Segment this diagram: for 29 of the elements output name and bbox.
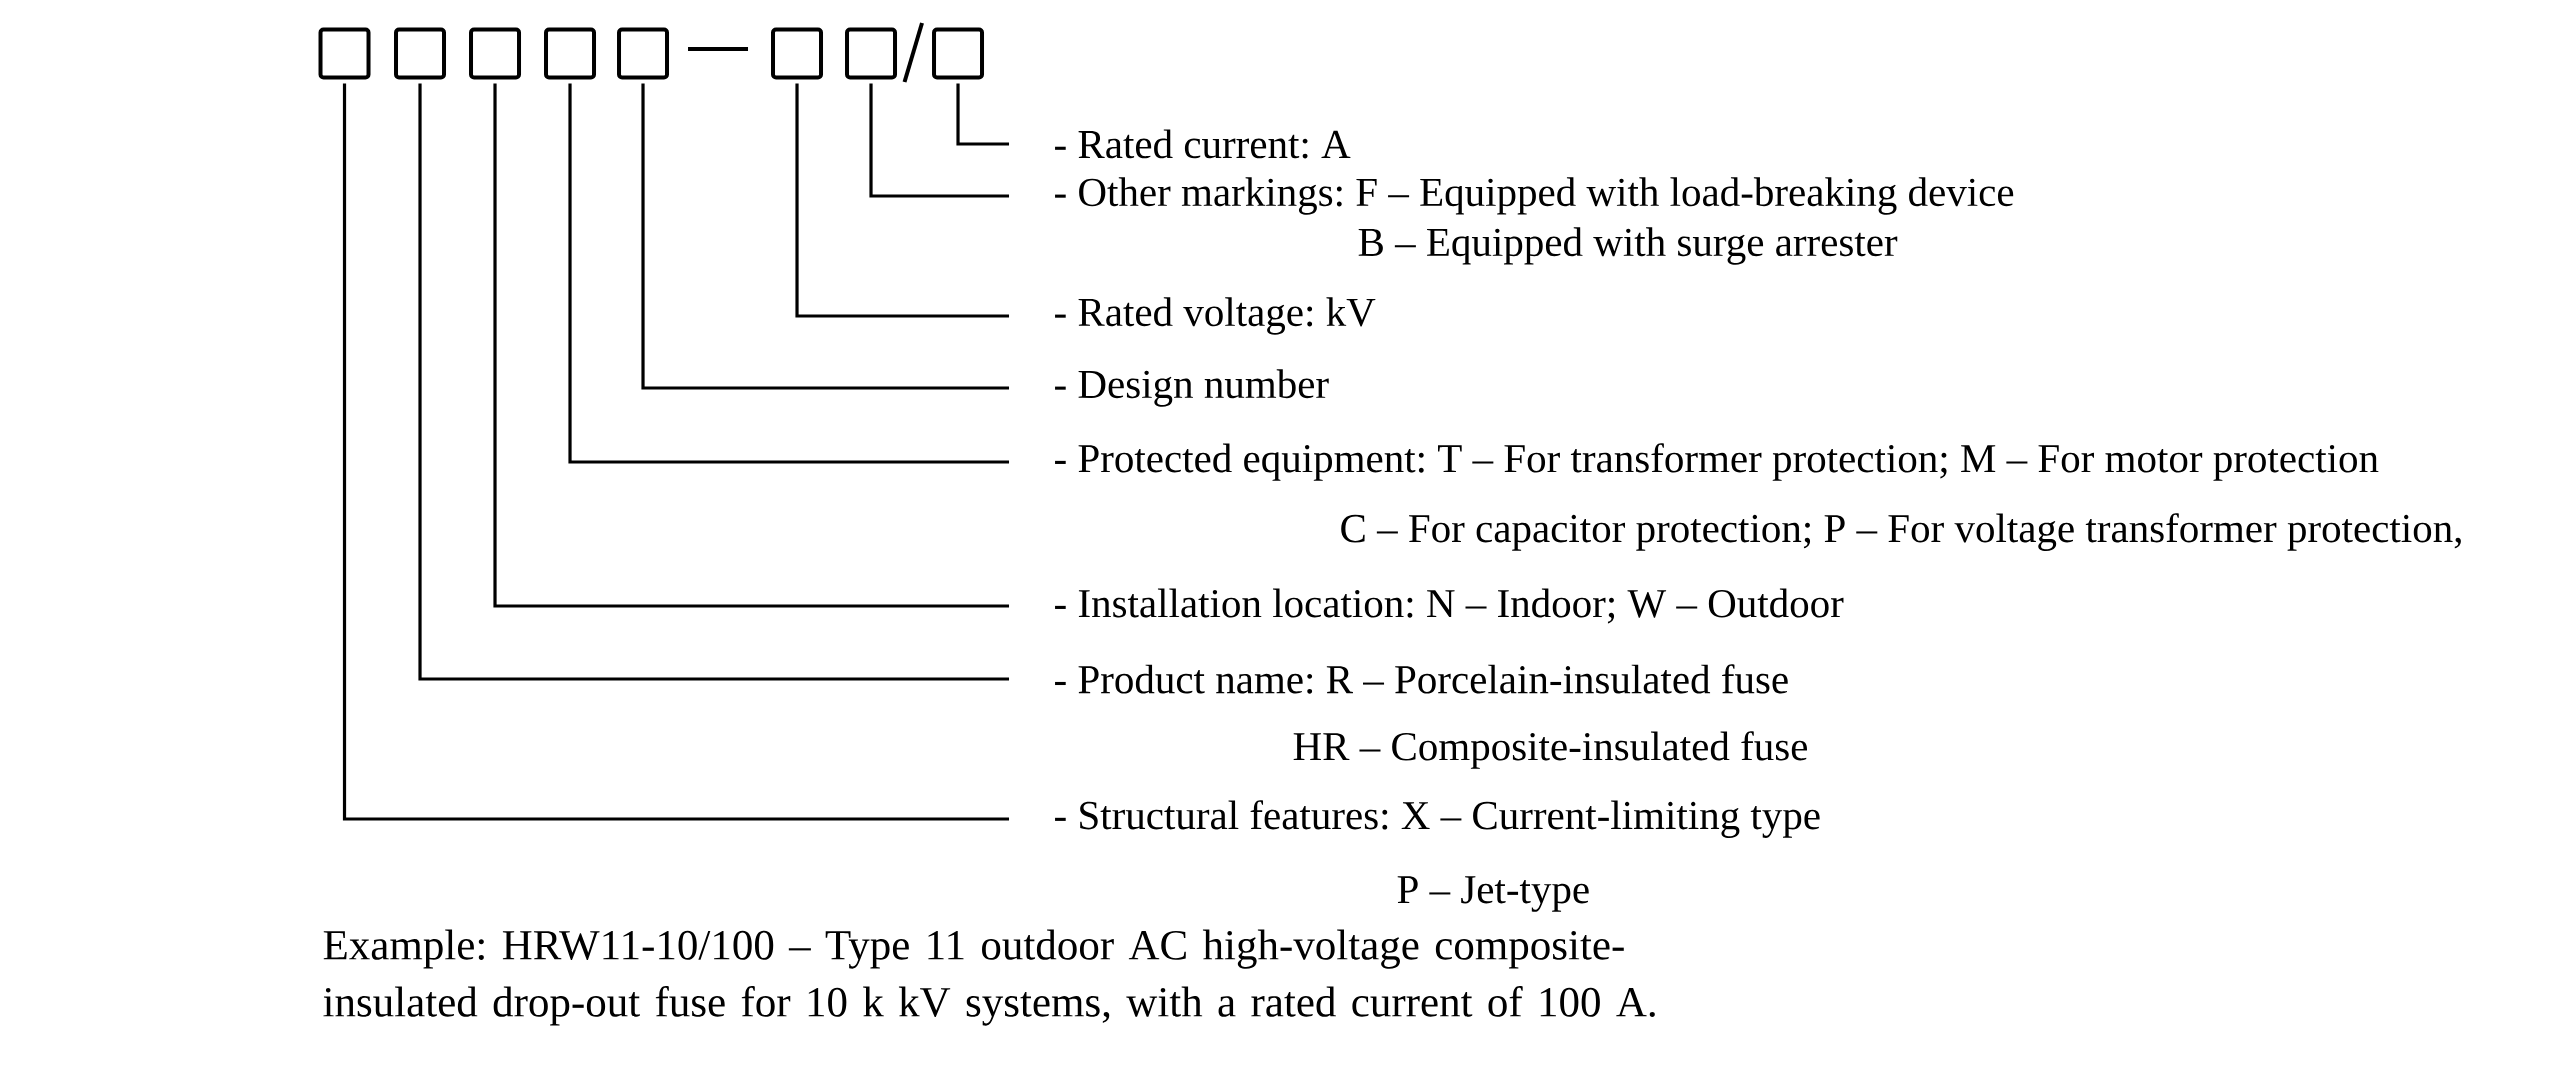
description-text: - Structural features: X – Current-limiting type [1055,800,1820,838]
placeholder-box [771,27,823,80]
description-text: HR – Composite-insulated fuse [1293,731,1807,769]
leader-line [418,83,1009,681]
description-text: - Rated current: A [1055,129,1351,159]
leader-line [869,83,1009,198]
leader-line [641,83,1009,390]
description-text: - Design number [1055,369,1329,407]
placeholder-box [394,27,446,80]
placeholder-box [544,27,596,80]
placeholder-box [845,27,897,80]
description-text: - Product name: R – Porcelain-insulated fuse [1055,664,1788,694]
leader-line [568,83,1009,464]
description-text: - Protected equipment: T – For transformer protection; M – For motor protection [1055,443,2379,481]
description-text: P – Jet-type [1397,876,1589,912]
description-text: - Installation location: N – Indoor; W – Outdoor [1055,588,1844,624]
leader-line [956,83,1009,146]
leader-line [493,83,1009,608]
example-text: Example: HRW11-10/100 – Type 11 outdoor AC high-voltage composite-insulated drop-out fuse for 10 k kV systems, with a rated current of 100 A. [323,929,1655,1026]
leader-line [342,83,1009,821]
placeholder-box [617,27,669,80]
description-text: - Rated voltage: kV [1055,297,1376,335]
placeholder-box [318,27,371,80]
description-text: C – For capacitor protection; P – For voltage transformer protection, [1341,513,2461,551]
leader-line [795,83,1009,318]
placeholder-box [932,27,984,80]
placeholder-box [469,27,521,80]
description-text: - Other markings: F – Equipped with load-breaking device [1055,177,2014,215]
description-text: B – Equipped with surge arrester [1358,227,1898,265]
